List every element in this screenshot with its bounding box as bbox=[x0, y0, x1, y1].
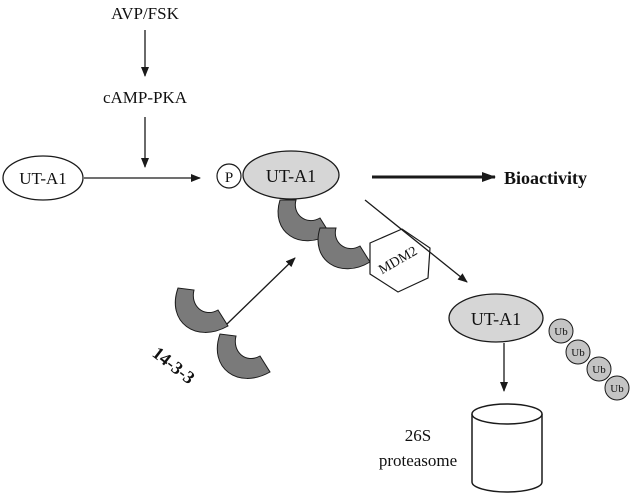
proteasome-body bbox=[471, 414, 543, 493]
arrow-to-ubiquitination bbox=[364, 199, 468, 283]
ut-a1-ubiquitinated-label: UT-A1 bbox=[471, 309, 521, 329]
ubiquitin-chain: Ub Ub Ub Ub bbox=[548, 318, 630, 401]
ub-label: Ub bbox=[610, 383, 624, 395]
free-adaptor-c-upper bbox=[174, 287, 229, 333]
stimulus-label: AVP/FSK bbox=[111, 4, 179, 23]
ub-bead bbox=[586, 356, 612, 382]
proteasome-label-line1: 26S bbox=[405, 426, 431, 445]
ut-a1-phosphorylated-node bbox=[242, 150, 340, 200]
phospho-label: P bbox=[225, 170, 233, 186]
bound-adaptor-c-lower bbox=[317, 227, 371, 270]
kinase-label: cAMP-PKA bbox=[103, 88, 188, 107]
ub-bead bbox=[565, 339, 591, 365]
proteasome-top bbox=[471, 403, 543, 425]
ub-bead bbox=[604, 375, 630, 401]
free-adaptor-c-lower bbox=[216, 333, 271, 379]
proteasome-icon bbox=[471, 403, 543, 493]
ut-a1-unmodified-node bbox=[2, 155, 84, 201]
ub-label: Ub bbox=[571, 347, 585, 359]
free-adaptor-icon bbox=[174, 287, 271, 379]
ut-a1-ubiquitinated-node bbox=[448, 293, 544, 343]
ub-label: Ub bbox=[554, 326, 568, 338]
bioactivity-label: Bioactivity bbox=[504, 168, 587, 188]
ut-a1-phosphorylated-label: UT-A1 bbox=[266, 166, 316, 186]
ut-a1-unmodified-label: UT-A1 bbox=[19, 169, 67, 188]
ub-bead bbox=[548, 318, 574, 344]
adaptor-label: 14-3-3 bbox=[149, 343, 199, 388]
phospho-mark bbox=[216, 163, 242, 189]
bound-adaptor-icon bbox=[277, 199, 371, 270]
ub-label: Ub bbox=[592, 364, 606, 376]
proteasome-label-line2: proteasome bbox=[379, 451, 457, 470]
arrow-adaptor-binding bbox=[226, 257, 296, 325]
